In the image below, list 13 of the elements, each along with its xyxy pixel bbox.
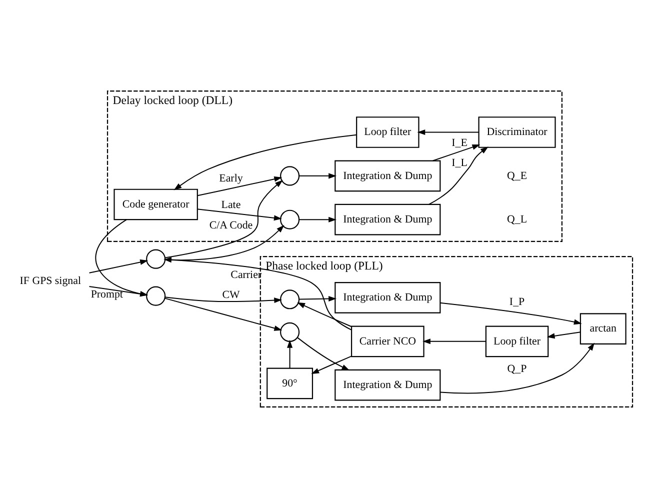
edge-label: Carrier — [230, 268, 262, 281]
edge-label: Early — [219, 172, 243, 184]
edge-label: Q_P — [507, 362, 527, 375]
label: Q_L — [507, 213, 528, 226]
edge-label: I_L — [452, 157, 468, 170]
node-text: IF GPS signal — [20, 274, 82, 287]
edge-label: Late — [221, 199, 241, 212]
edge-label: I_P — [509, 296, 525, 308]
edge-label: CW — [222, 289, 240, 302]
label: Q_E — [507, 170, 528, 182]
edge-label: I_E — [452, 137, 468, 150]
edge-label: C/A Code — [209, 219, 253, 232]
edge-label: Prompt — [90, 288, 123, 301]
